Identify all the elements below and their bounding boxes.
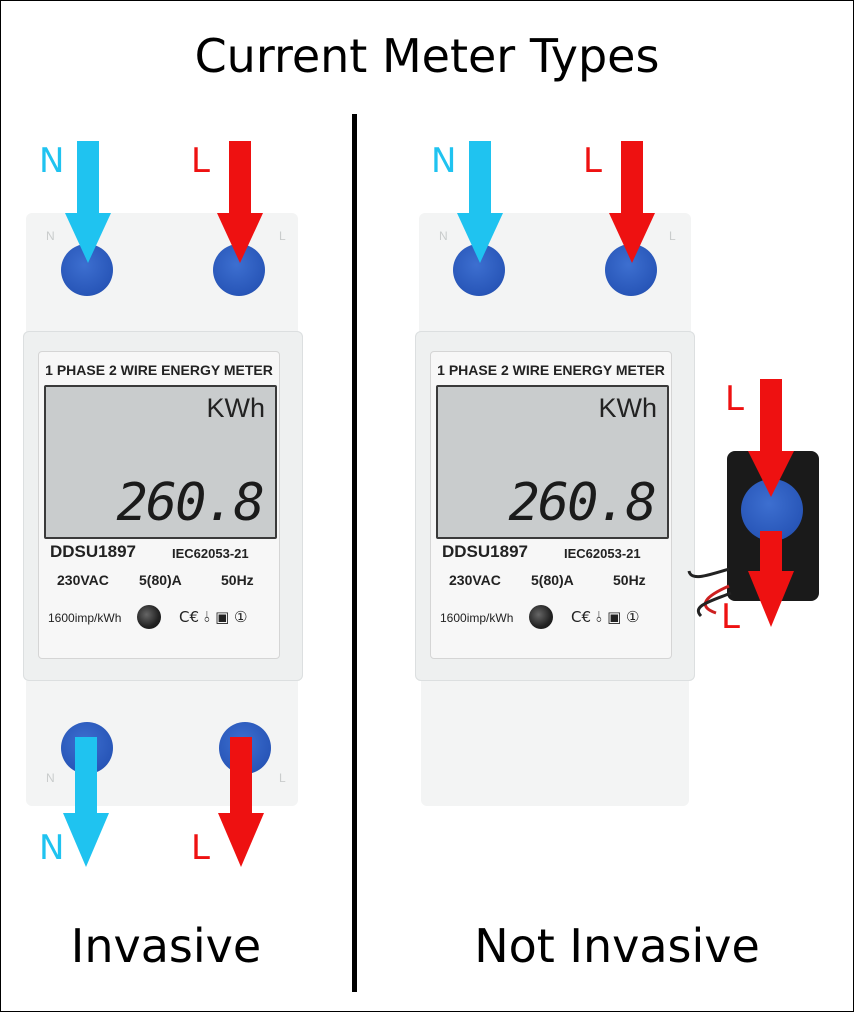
live-in-label: L	[191, 141, 210, 181]
ct-lead-wire	[703, 584, 730, 615]
neutral-in-arrow	[457, 141, 503, 263]
terminal-l-marking: L	[279, 229, 286, 243]
certification-marks: C€ ⫰ ▣ ①	[179, 608, 248, 626]
terminal-n-marking: N	[46, 771, 55, 785]
ct-live-in-label: L	[725, 379, 744, 419]
ct-lead-wire	[687, 567, 730, 579]
caption-invasive: Invasive	[70, 919, 262, 973]
lcd-display: KWh 260.8	[44, 385, 277, 539]
caption-non-invasive: Not Invasive	[474, 919, 760, 973]
terminal-l-marking: L	[669, 229, 676, 243]
meter-bottom-block	[421, 681, 689, 806]
live-in-arrow	[217, 141, 263, 263]
lcd-unit: KWh	[598, 393, 657, 423]
meter-header-text: 1 PHASE 2 WIRE ENERGY METER	[437, 362, 665, 378]
meter-faceplate: 1 PHASE 2 WIRE ENERGY METER KWh 260.8 DD…	[38, 351, 280, 659]
meter-current: 5(80)A	[531, 572, 574, 588]
meter-standard: IEC62053-21	[172, 546, 249, 561]
lcd-reading: 260.8	[116, 473, 265, 533]
meter-standard: IEC62053-21	[564, 546, 641, 561]
live-in-arrow	[609, 141, 655, 263]
lcd-reading: 260.8	[508, 473, 657, 533]
ct-live-through-arrow	[748, 379, 794, 627]
terminal-l-marking: L	[279, 771, 286, 785]
meter-header-text: 1 PHASE 2 WIRE ENERGY METER	[45, 362, 273, 378]
meter-impulse-rate: 1600imp/kWh	[48, 611, 122, 625]
live-out-arrow	[218, 737, 264, 867]
panel-divider	[352, 114, 357, 992]
neutral-in-arrow	[65, 141, 111, 263]
certification-marks: C€ ⫰ ▣ ①	[571, 608, 640, 626]
live-out-label: L	[191, 828, 210, 868]
live-in-label: L	[583, 141, 602, 181]
neutral-out-arrow	[63, 737, 109, 867]
meter-frequency: 50Hz	[221, 572, 254, 588]
lcd-unit: KWh	[206, 393, 265, 423]
meter-frequency: 50Hz	[613, 572, 646, 588]
pulse-led	[137, 605, 161, 629]
ct-lead-wire	[697, 591, 732, 618]
figure-title: Current Meter Types	[194, 29, 660, 83]
meter-model: DDSU1897	[442, 542, 528, 561]
neutral-out-label: N	[39, 828, 65, 868]
ct-live-out-label: L	[721, 597, 740, 637]
meter-voltage: 230VAC	[449, 572, 501, 588]
pulse-led	[529, 605, 553, 629]
terminal-n-marking: N	[46, 229, 55, 243]
terminal-n-marking: N	[439, 229, 448, 243]
meter-current: 5(80)A	[139, 572, 182, 588]
meter-model: DDSU1897	[50, 542, 136, 561]
meter-impulse-rate: 1600imp/kWh	[440, 611, 514, 625]
meter-faceplate: 1 PHASE 2 WIRE ENERGY METER KWh 260.8 DD…	[430, 351, 672, 659]
neutral-in-label: N	[39, 141, 65, 181]
lcd-display: KWh 260.8	[436, 385, 669, 539]
neutral-in-label: N	[431, 141, 457, 181]
meter-voltage: 230VAC	[57, 572, 109, 588]
